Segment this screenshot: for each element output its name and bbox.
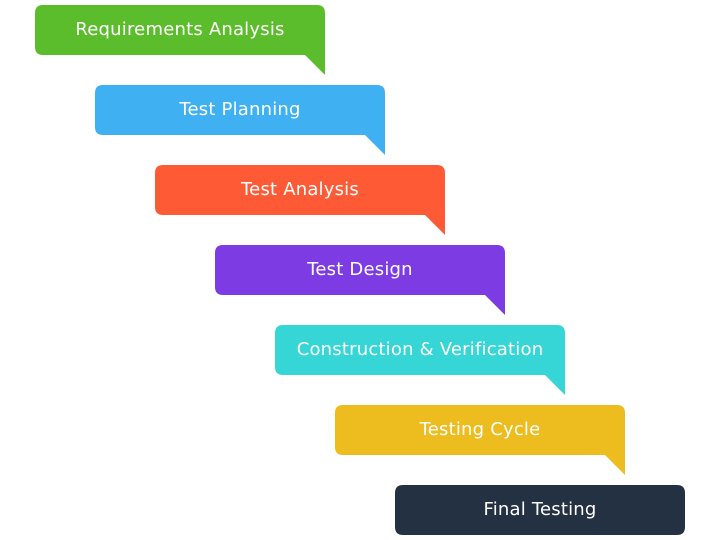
step-box-shape [215,245,505,315]
step-test-design: Test Design [215,245,505,315]
step-box [95,85,385,155]
step-box-shape [35,5,325,75]
step-label: Testing Cycle [419,419,541,440]
step-label: Test Planning [179,99,301,120]
step-testing-cycle: Testing Cycle [335,405,625,475]
step-box-shape [395,485,685,535]
step-label: Final Testing [483,499,597,520]
step-requirements-analysis: Requirements Analysis [35,5,325,75]
step-box-shape [95,85,385,155]
step-box [275,325,565,395]
step-box-shape [155,165,445,235]
step-test-planning: Test Planning [95,85,385,155]
step-box-shape [275,325,565,395]
step-label: Construction & Verification [296,339,544,360]
step-box [155,165,445,235]
step-label: Requirements Analysis [75,19,285,40]
step-construction-verification: Construction & Verification [275,325,565,395]
step-label: Test Design [307,259,413,280]
step-box-shape [335,405,625,475]
step-label: Test Analysis [241,179,359,200]
step-box [395,485,685,535]
step-test-analysis: Test Analysis [155,165,445,235]
step-final-testing: Final Testing [395,485,685,535]
step-box [35,5,325,75]
step-box [215,245,505,315]
step-box [335,405,625,475]
